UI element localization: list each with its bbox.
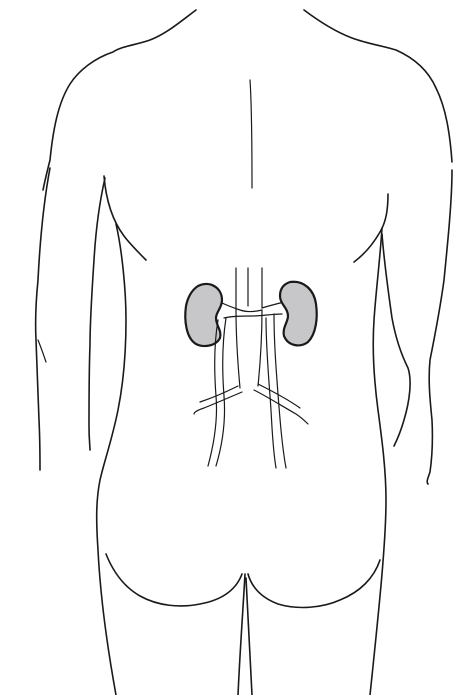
right-iliac-vessel [254, 390, 308, 424]
left-kidney [185, 284, 222, 346]
left-iliac-vessel-2 [200, 386, 238, 402]
left-arm-outer [36, 168, 50, 470]
gluteal-cleft-right [246, 578, 252, 695]
spine-line [250, 80, 252, 188]
central-vessel-right [258, 310, 262, 386]
right-neck-shoulder-line [304, 10, 452, 162]
left-arm-inner [89, 178, 105, 450]
torso-right-side [370, 228, 386, 695]
left-buttock [106, 554, 242, 606]
right-arm-inner [382, 234, 410, 446]
right-arm-outer [427, 170, 452, 484]
right-buttock [248, 560, 380, 607]
urinary-system [185, 268, 316, 468]
gluteal-cleft [238, 574, 245, 695]
central-vessel-left [236, 310, 240, 388]
left-neck-shoulder-line [43, 10, 196, 190]
left-shoulder-blade [104, 176, 146, 260]
right-kidney [280, 282, 317, 346]
renal-vessel-lower [224, 314, 282, 318]
left-arm-crease [38, 340, 46, 362]
left-renal-vessel [220, 302, 262, 312]
right-renal-vessel [262, 302, 284, 308]
torso-left-side [97, 224, 126, 695]
